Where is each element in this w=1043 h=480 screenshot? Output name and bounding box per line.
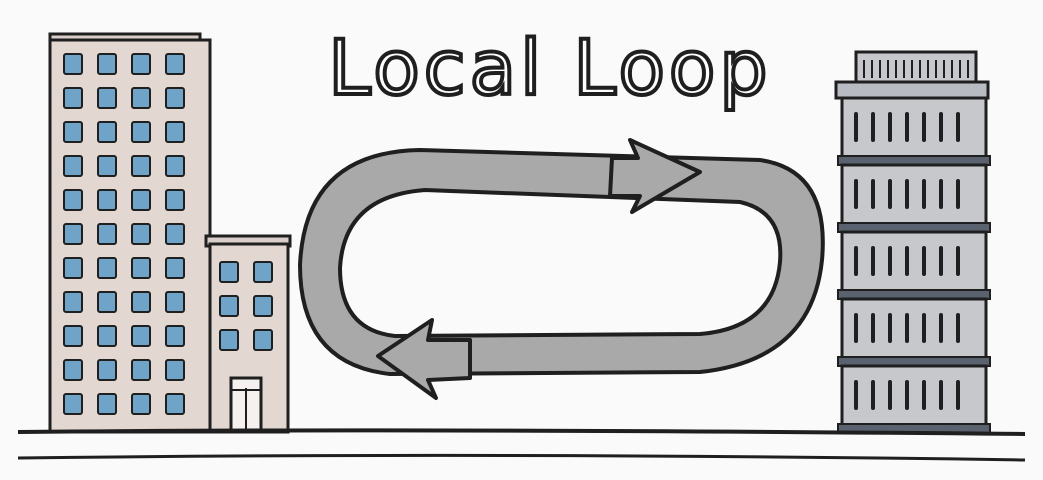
window	[220, 330, 238, 350]
window	[254, 262, 272, 282]
window	[98, 394, 116, 414]
window	[132, 224, 150, 244]
window	[166, 394, 184, 414]
window	[98, 360, 116, 380]
window	[132, 360, 150, 380]
window	[166, 360, 184, 380]
tower-floor	[838, 165, 990, 232]
page-title: Local Loop	[320, 18, 780, 118]
window	[166, 292, 184, 312]
window	[132, 258, 150, 278]
window	[64, 292, 82, 312]
window	[64, 394, 82, 414]
window	[64, 224, 82, 244]
window	[166, 122, 184, 142]
window	[220, 296, 238, 316]
loop-arrows	[300, 140, 823, 398]
window	[254, 296, 272, 316]
window	[64, 122, 82, 142]
window	[166, 54, 184, 74]
window	[132, 292, 150, 312]
window	[98, 122, 116, 142]
window	[166, 190, 184, 210]
building-door	[231, 378, 261, 432]
window	[132, 156, 150, 176]
tower-floors	[838, 98, 990, 433]
tower-floor	[838, 366, 990, 433]
tall-apartment-building	[50, 34, 210, 432]
small-building	[206, 236, 290, 432]
window	[132, 394, 150, 414]
window	[132, 88, 150, 108]
tower-floor	[838, 232, 990, 299]
window	[166, 258, 184, 278]
window	[220, 262, 238, 282]
window	[132, 122, 150, 142]
window	[98, 54, 116, 74]
tower-floor	[838, 98, 990, 165]
window	[98, 224, 116, 244]
window	[254, 330, 272, 350]
window	[64, 190, 82, 210]
window	[132, 54, 150, 74]
window	[98, 88, 116, 108]
window	[166, 88, 184, 108]
window	[132, 326, 150, 346]
tower-floor	[838, 299, 990, 366]
office-tower	[836, 52, 990, 433]
window	[166, 224, 184, 244]
window	[166, 326, 184, 346]
window	[64, 156, 82, 176]
window	[166, 156, 184, 176]
window	[98, 156, 116, 176]
window	[64, 88, 82, 108]
window	[64, 54, 82, 74]
window	[64, 360, 82, 380]
window	[98, 326, 116, 346]
window	[98, 258, 116, 278]
window	[64, 258, 82, 278]
window	[132, 190, 150, 210]
window	[98, 190, 116, 210]
window	[64, 326, 82, 346]
window	[98, 292, 116, 312]
